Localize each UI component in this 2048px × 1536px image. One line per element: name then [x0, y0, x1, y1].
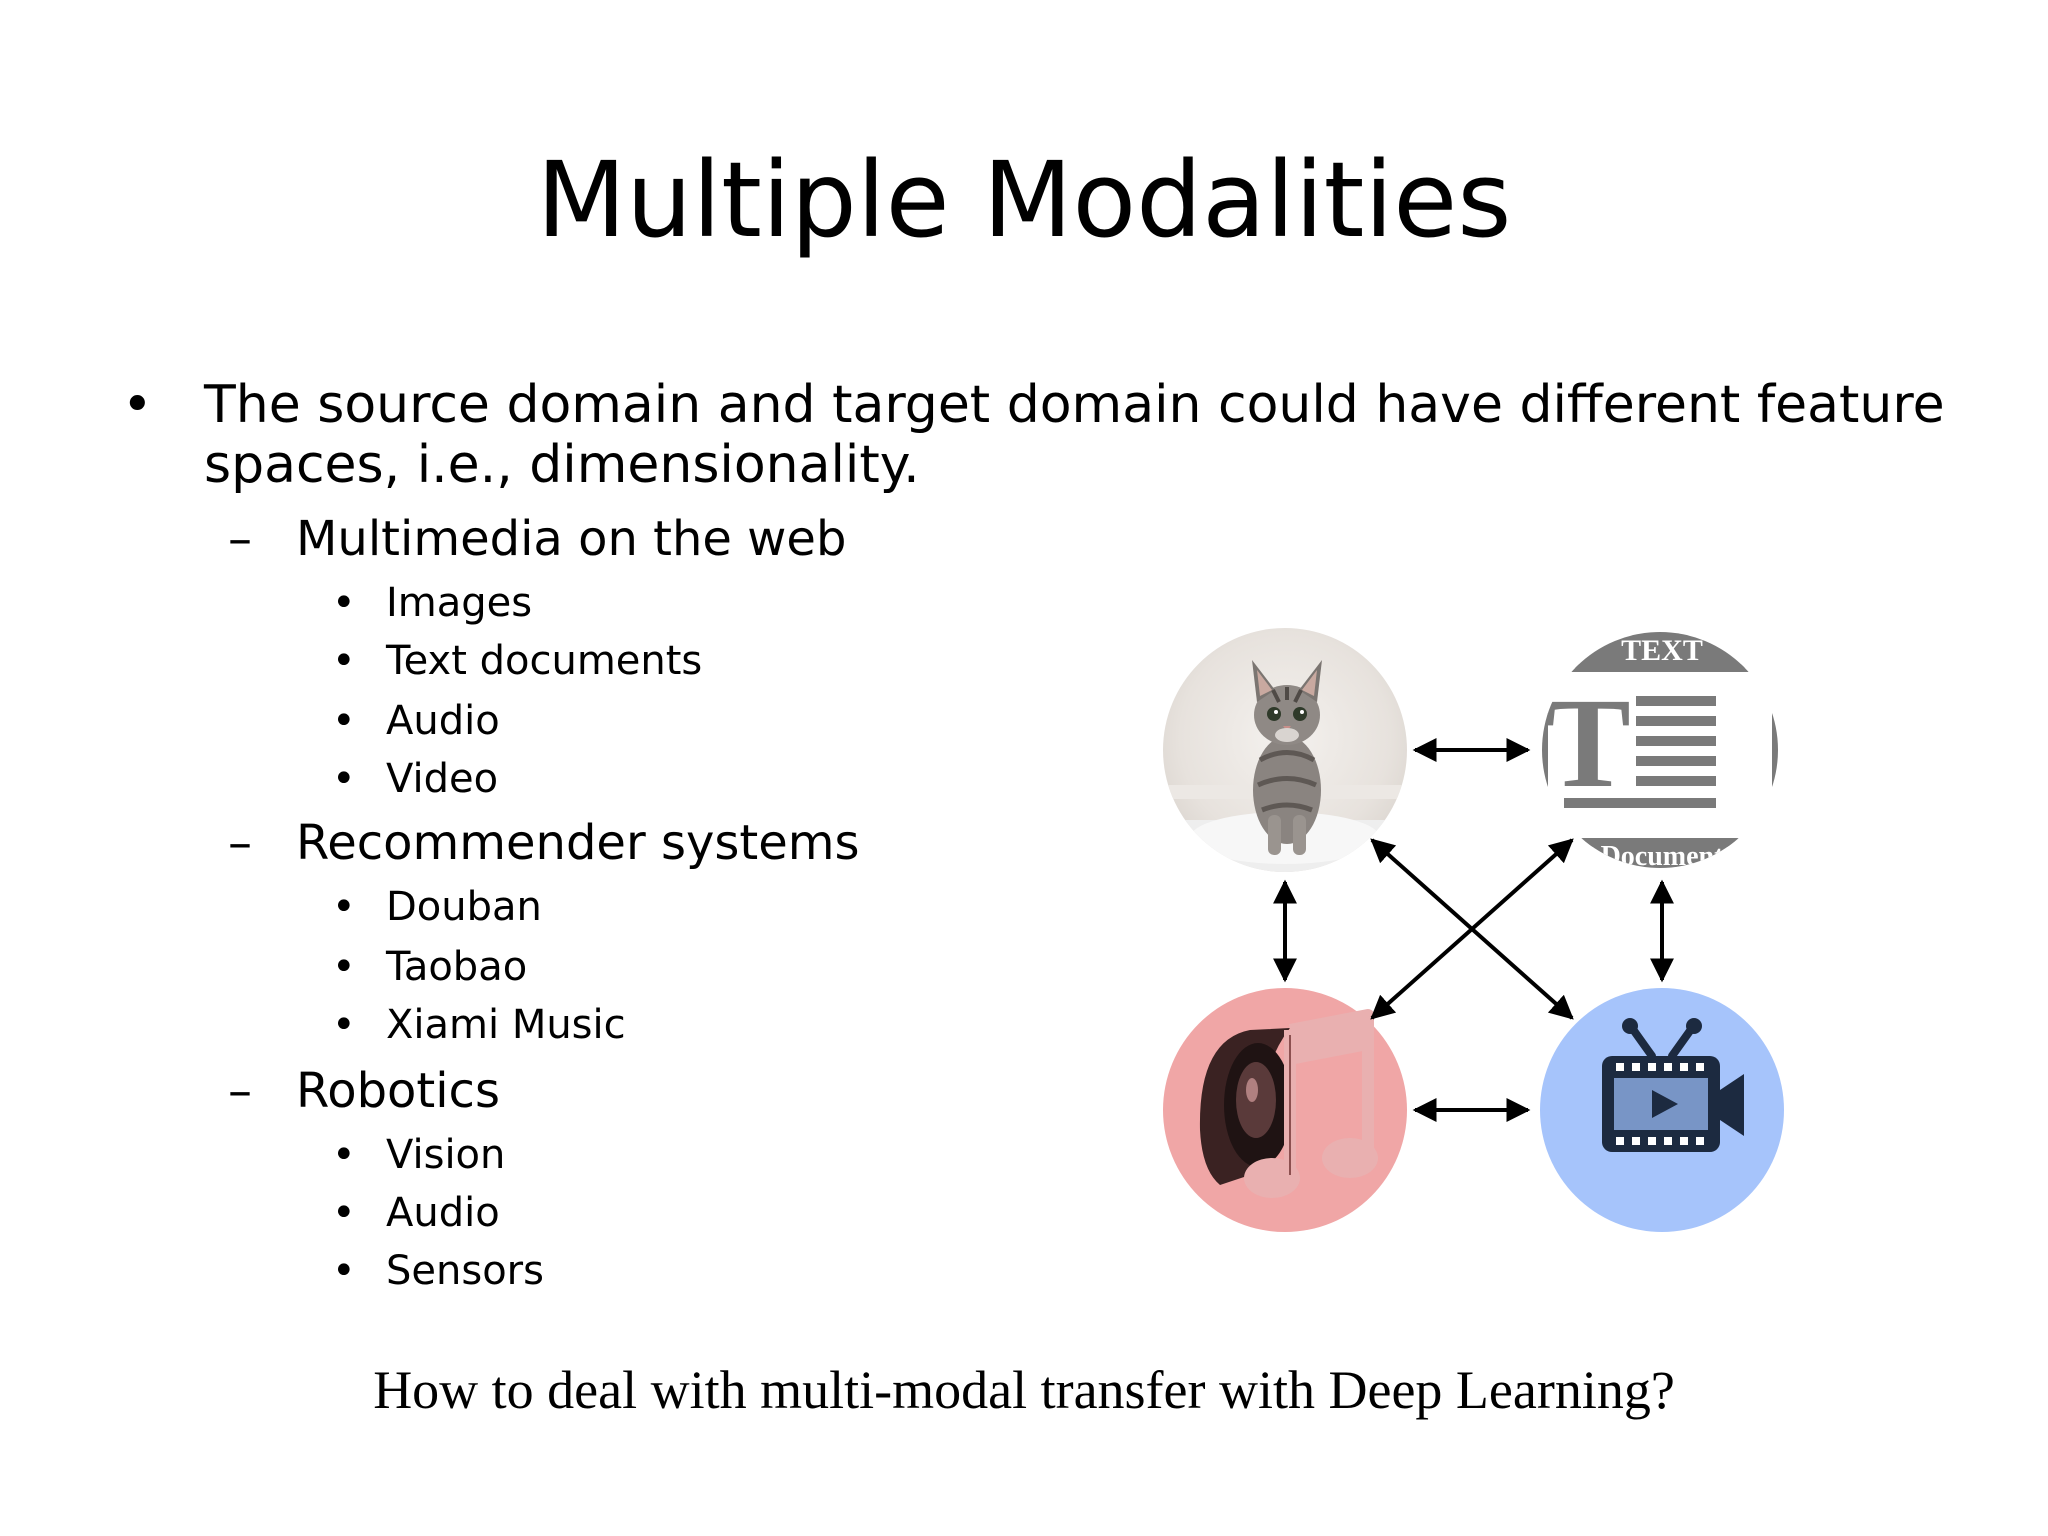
- sub-bullet-marker: •: [332, 1132, 356, 1178]
- bullet-marker: •: [122, 375, 153, 435]
- dash-marker: –: [228, 511, 252, 567]
- sub-bullet-marker: •: [332, 756, 356, 802]
- main-bullet-line-1: The source domain and target domain coul…: [204, 375, 1945, 435]
- list-item: Sensors: [386, 1248, 544, 1294]
- sub-bullet-marker: •: [332, 1248, 356, 1294]
- text-icon-letter: T: [1545, 672, 1630, 814]
- arrow-text-audio: [1370, 838, 1574, 1020]
- text-icon-bottom-label: Document: [1601, 841, 1725, 872]
- sub-bullet-marker: •: [332, 638, 356, 684]
- list-item: Audio: [386, 698, 500, 744]
- sub-bullet-marker: •: [332, 698, 356, 744]
- list-item: Douban: [386, 884, 542, 930]
- list-item: Vision: [386, 1132, 506, 1178]
- list-item: Taobao: [386, 944, 528, 990]
- connection-arrows: [1273, 738, 1674, 1122]
- footer-question: How to deal with multi-modal transfer wi…: [373, 1360, 1675, 1420]
- list-item: Video: [386, 756, 499, 802]
- video-node: [1540, 988, 1784, 1232]
- speaker-music-icon: [1199, 1009, 1378, 1198]
- modality-diagram: TEXT T Document: [1163, 628, 1784, 1232]
- sub-bullet-marker: •: [332, 884, 356, 930]
- list-item: Images: [386, 580, 533, 626]
- group-label-recommender: Recommender systems: [296, 815, 860, 871]
- text-icon-top-label: TEXT: [1621, 634, 1703, 667]
- group-label-robotics: Robotics: [296, 1063, 500, 1119]
- group-label-multimedia: Multimedia on the web: [296, 511, 847, 567]
- main-bullet-line-2: spaces, i.e., dimensionality.: [204, 435, 920, 495]
- text-document-icon: TEXT T Document: [1542, 632, 1778, 872]
- audio-node: [1163, 988, 1407, 1232]
- dash-marker: –: [228, 1063, 252, 1119]
- sub-bullet-marker: •: [332, 1002, 356, 1048]
- dash-marker: –: [228, 815, 252, 871]
- tv-video-camera-icon: [1602, 1018, 1744, 1152]
- sub-bullet-marker: •: [332, 944, 356, 990]
- slide-title: Multiple Modalities: [536, 139, 1512, 261]
- list-item: Text documents: [386, 638, 703, 684]
- list-item: Audio: [386, 1190, 500, 1236]
- sub-bullet-marker: •: [332, 580, 356, 626]
- text-node: TEXT T Document: [1542, 632, 1778, 872]
- sub-bullet-marker: •: [332, 1190, 356, 1236]
- list-item: Xiami Music: [386, 1002, 626, 1048]
